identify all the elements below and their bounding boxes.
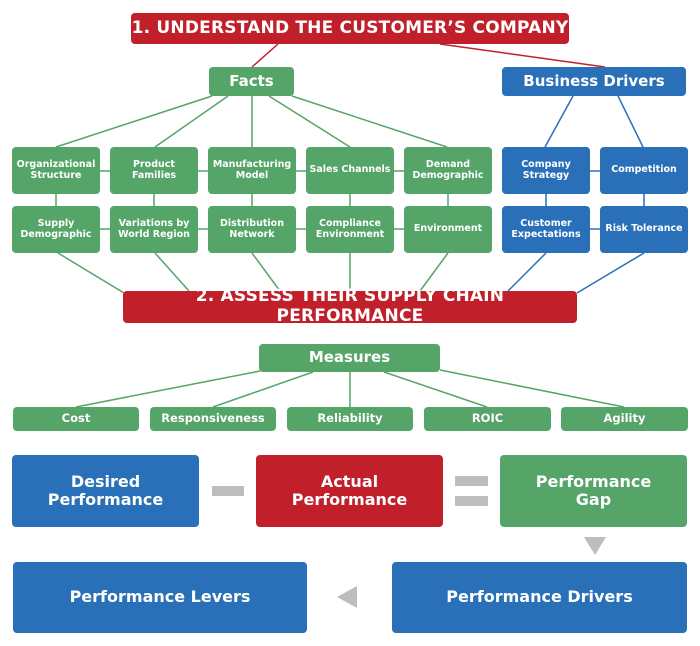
connector-facts-org — [55, 95, 213, 148]
performance-levers-box: Performance Levers — [13, 562, 307, 633]
driver-risk-tolerance: Risk Tolerance — [600, 206, 688, 253]
connector-drivers-competition — [617, 95, 644, 148]
connector-title1-drivers — [439, 43, 606, 68]
fact-supply-demographic: Supply Demographic — [12, 206, 100, 253]
business-drivers-header: Business Drivers — [502, 67, 686, 96]
measure-roic: ROIC — [424, 407, 551, 431]
arrow-left-icon — [337, 586, 357, 608]
measure-agility: Agility — [561, 407, 688, 431]
equals-sign-bottom-bar-icon — [455, 496, 488, 506]
desired-performance-box: Desired Performance — [12, 455, 199, 527]
fact-demand-demographic: Demand Demographic — [404, 147, 492, 194]
fact-sales-channels: Sales Channels — [306, 147, 394, 194]
measure-responsiveness: Responsiveness — [150, 407, 276, 431]
measure-reliability: Reliability — [287, 407, 413, 431]
actual-performance-box: Actual Performance — [256, 455, 443, 527]
fact-distribution-network: Distribution Network — [208, 206, 296, 253]
connector-drivers-strategy — [544, 95, 574, 148]
fact-environment: Environment — [404, 206, 492, 253]
minus-sign-icon — [212, 486, 244, 496]
driver-company-strategy: Company Strategy — [502, 147, 590, 194]
fact-manufacturing-model: Manufacturing Model — [208, 147, 296, 194]
fact-product-families: Product Families — [110, 147, 198, 194]
performance-gap-box: Performance Gap — [500, 455, 687, 527]
connector-facts-sales — [268, 95, 351, 148]
facts-header: Facts — [209, 67, 294, 96]
measure-cost: Cost — [13, 407, 139, 431]
section1-title: 1. UNDERSTAND THE CUSTOMER’S COMPANY — [131, 13, 569, 44]
driver-customer-expectations: Customer Expectations — [502, 206, 590, 253]
equals-sign-top-bar-icon — [455, 476, 488, 486]
section2-title: 2. ASSESS THEIR SUPPLY CHAIN PERFORMANCE — [123, 287, 577, 326]
measures-header: Measures — [259, 344, 440, 372]
performance-drivers-box: Performance Drivers — [392, 562, 687, 633]
fact-variations-by-world-region: Variations by World Region — [110, 206, 198, 253]
fact-compliance-environment: Compliance Environment — [306, 206, 394, 253]
driver-competition: Competition — [600, 147, 688, 194]
arrow-down-icon — [584, 537, 606, 555]
connector-title1-facts — [251, 43, 279, 68]
connector-facts-product — [154, 95, 229, 148]
fact-organizational-structure: Organizational Structure — [12, 147, 100, 194]
connector-facts-demand — [291, 95, 448, 148]
